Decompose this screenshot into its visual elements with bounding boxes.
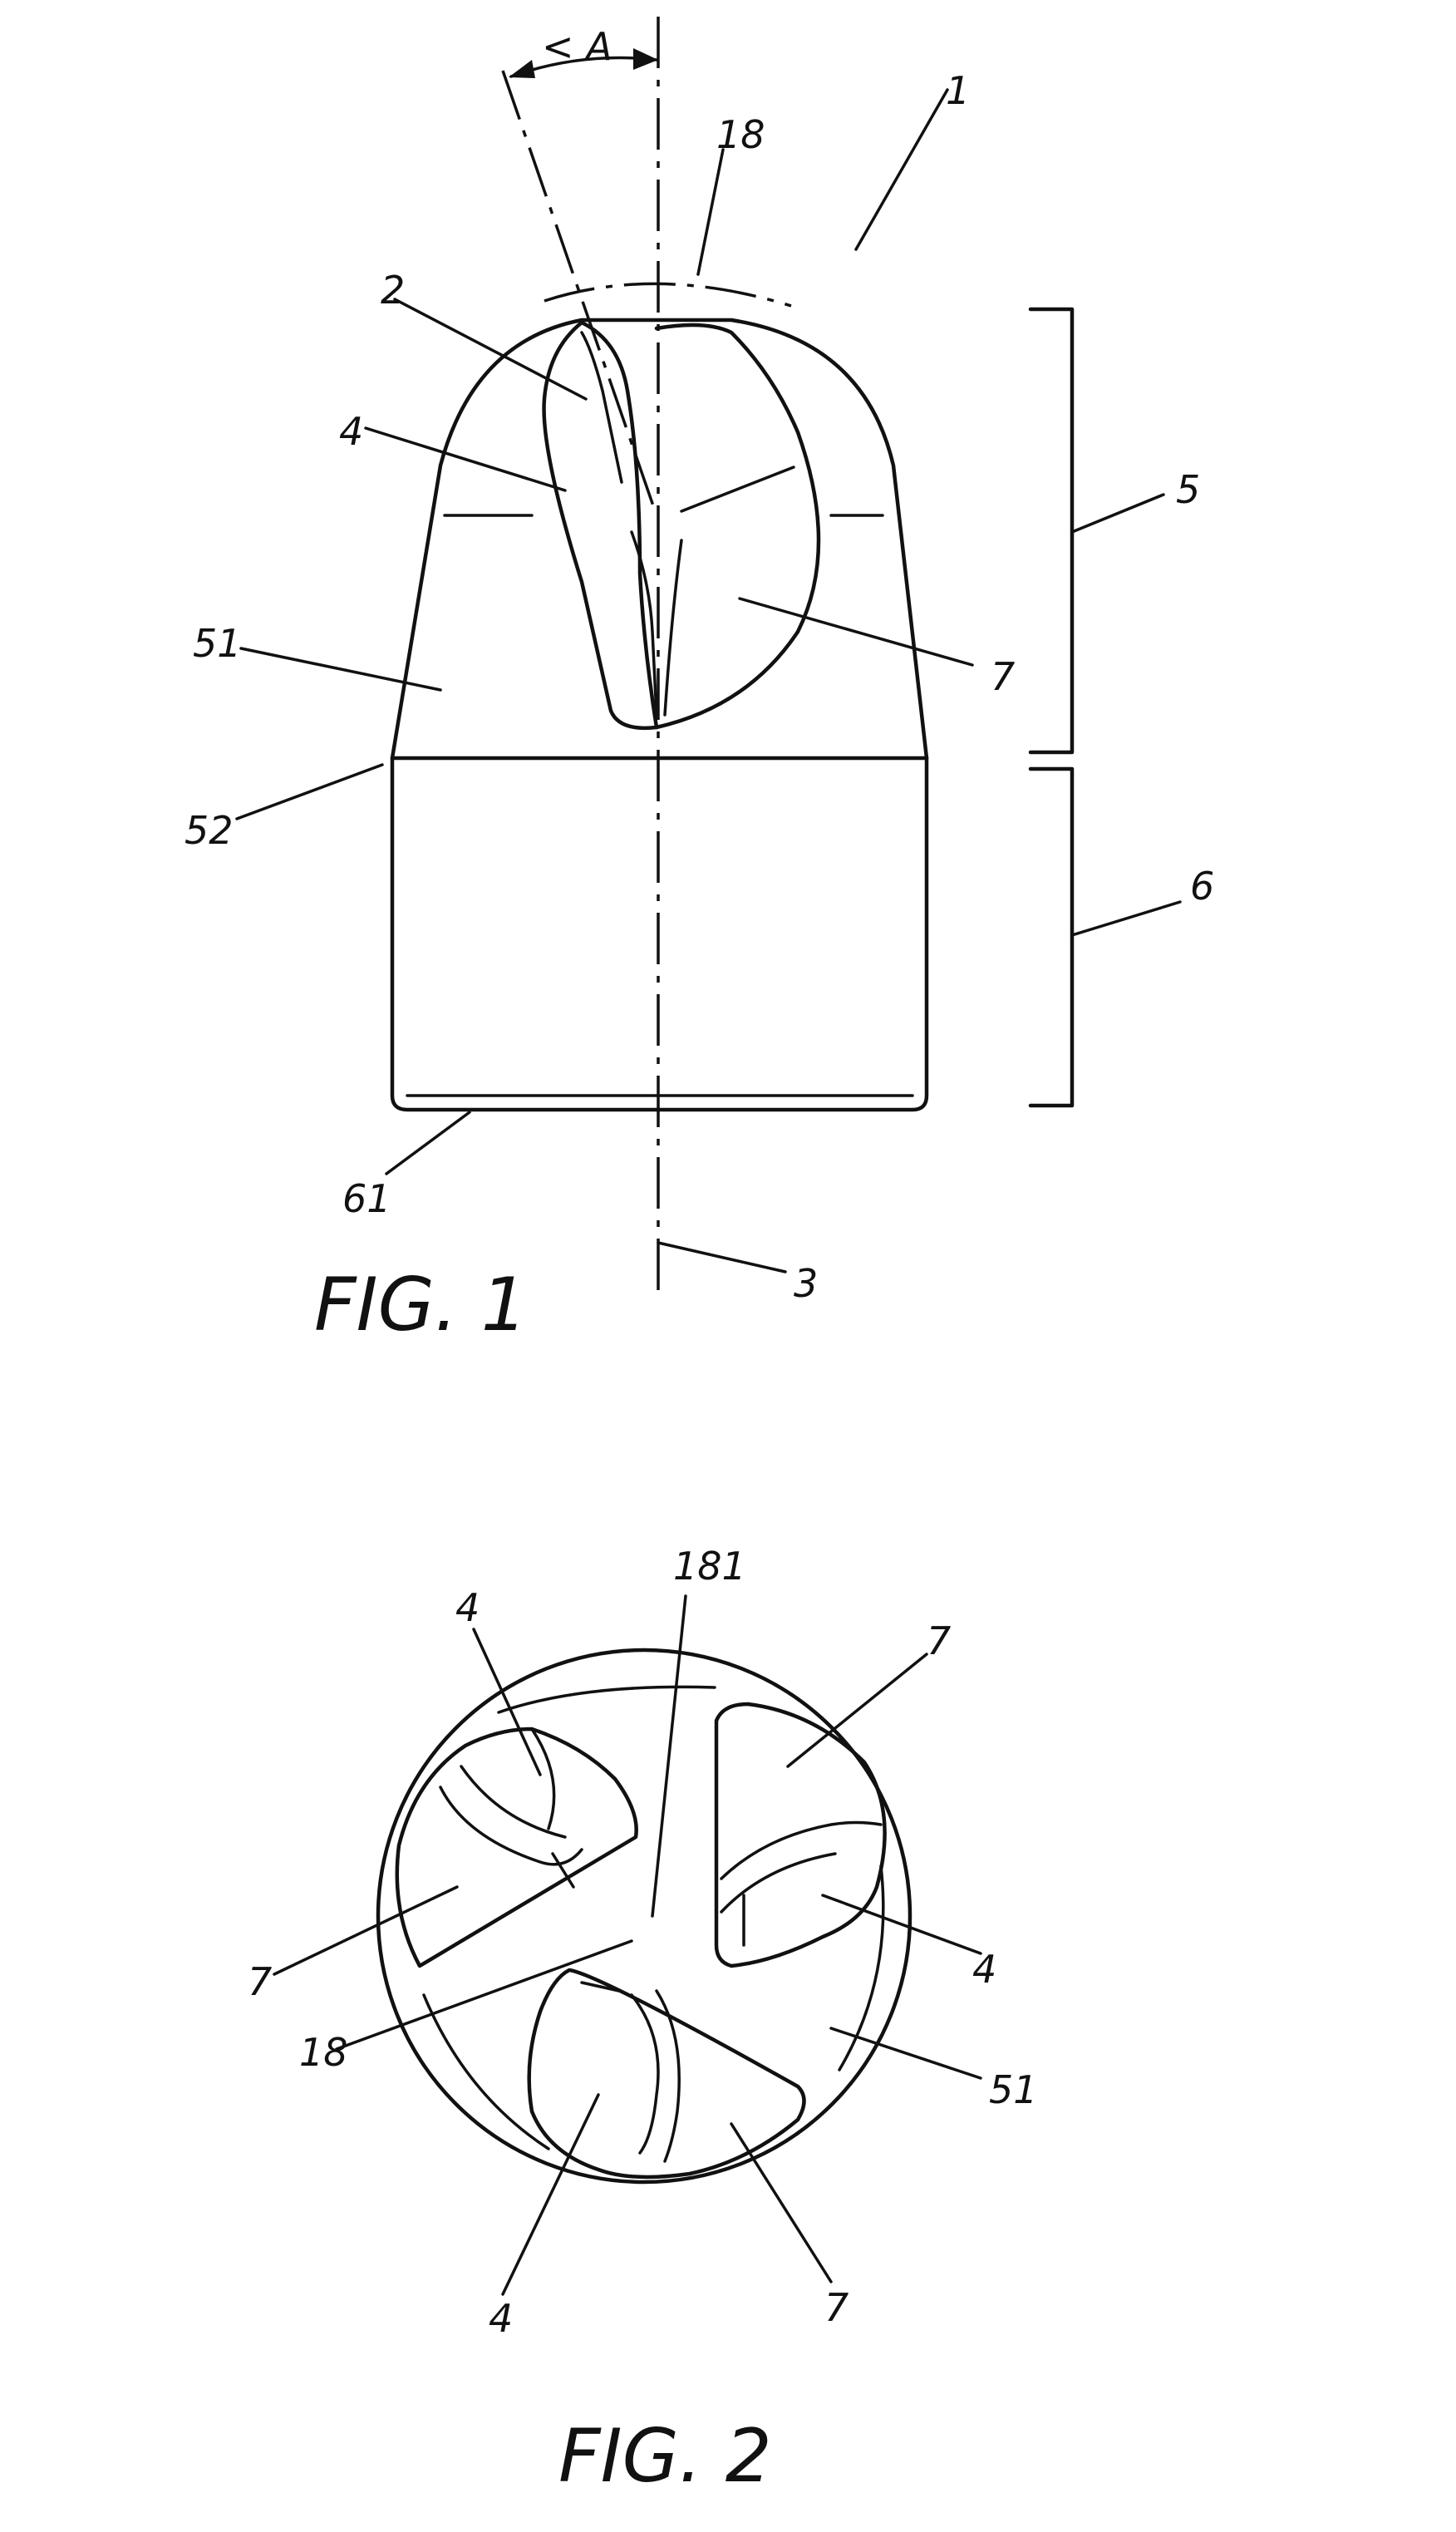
leader-7 <box>740 599 972 665</box>
label-52: 52 <box>184 808 234 853</box>
angle-arrow-right <box>633 48 658 70</box>
figure-2: 181 4 7 7 4 18 51 4 7 FIG. 2 <box>248 1544 1038 2499</box>
leader-7-top <box>788 1654 927 1766</box>
label-angle: < A <box>542 24 612 69</box>
insert-top-left-curve-1 <box>440 1787 582 1865</box>
label-61: 61 <box>342 1176 391 1221</box>
label-7: 7 <box>991 654 1015 699</box>
label-4-bottom: 4 <box>489 2296 513 2341</box>
bracket-head <box>1031 309 1072 752</box>
label-1: 1 <box>946 68 970 113</box>
outer-circle <box>378 1650 910 2182</box>
leader-181 <box>652 1596 686 1916</box>
label-2: 2 <box>381 268 405 313</box>
insert-top-left-edge <box>532 1729 554 1829</box>
label-6: 6 <box>1190 864 1214 909</box>
leader-4 <box>366 428 565 490</box>
flute-outline <box>657 325 819 727</box>
leader-61 <box>386 1112 470 1174</box>
insert-right <box>716 1704 885 1966</box>
leader-3 <box>658 1243 785 1272</box>
label-7-bottom: 7 <box>824 2285 849 2330</box>
figure-1-caption: FIG. 1 <box>314 1262 528 1347</box>
label-51: 51 <box>193 621 242 666</box>
insert-right-curve-1 <box>721 1823 881 1879</box>
leader-51 <box>831 2028 981 2078</box>
label-7-top: 7 <box>927 1618 951 1663</box>
label-51: 51 <box>989 2067 1038 2112</box>
label-4: 4 <box>339 409 363 454</box>
tip-envelope-arc <box>544 283 791 306</box>
leader-6 <box>1072 902 1180 935</box>
leader-1 <box>856 90 947 249</box>
insert-top-left <box>397 1729 637 1966</box>
insert-edge-line-3 <box>665 540 681 715</box>
figure-1: < A 1 18 2 4 51 52 7 5 6 61 3 FIG. 1 <box>184 17 1214 1347</box>
figure-2-caption: FIG. 2 <box>558 2413 772 2499</box>
label-4-top: 4 <box>455 1585 480 1630</box>
leader-5 <box>1072 495 1163 532</box>
leader-18 <box>698 150 723 274</box>
insert-bottom-curve-2 <box>657 1991 679 2161</box>
label-18: 18 <box>299 2030 348 2075</box>
label-4-right: 4 <box>972 1947 996 1992</box>
label-7-left: 7 <box>248 1959 272 2004</box>
bracket-shank <box>1031 769 1072 1106</box>
label-18: 18 <box>716 112 765 157</box>
insert-bottom <box>529 1970 804 2177</box>
angle-arrow-left <box>509 60 535 78</box>
label-3: 3 <box>794 1261 818 1306</box>
leader-52 <box>237 765 382 819</box>
leader-7-bottom <box>731 2124 831 2282</box>
label-5: 5 <box>1176 467 1200 512</box>
inner-arc-top <box>499 1687 715 1712</box>
ref-dash-center <box>681 467 794 511</box>
label-181: 181 <box>673 1544 746 1589</box>
insert-bottom-curve-1 <box>632 1995 658 2153</box>
